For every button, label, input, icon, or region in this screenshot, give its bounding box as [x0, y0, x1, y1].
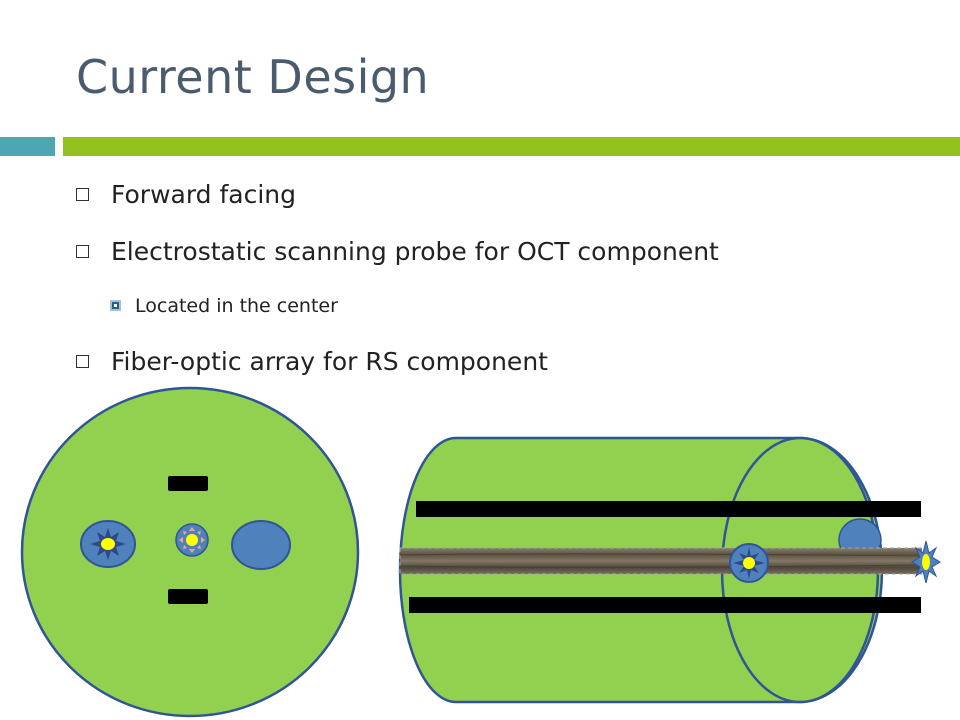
- square-bullet-icon: [76, 187, 89, 201]
- upper-electrode-rod: [416, 501, 921, 517]
- bullet-text: Fiber-optic array for RS component: [111, 347, 548, 376]
- bullet-text: Forward facing: [111, 180, 297, 209]
- sub-bullet-text: Located in the center: [135, 295, 338, 317]
- bullet-item: Forward facing: [76, 180, 296, 209]
- front-view: [20, 386, 360, 718]
- fiber-optic-cable: [399, 547, 923, 575]
- top-electrode: [168, 476, 208, 491]
- fiber-bundle-star-icon: [80, 520, 136, 568]
- scanning-probe-icon: [175, 523, 209, 557]
- fiber-bundle-star-icon: [729, 543, 769, 583]
- title-accent-bar-teal: [0, 137, 55, 156]
- square-bullet-icon: [76, 354, 89, 368]
- blue-element: [231, 520, 291, 570]
- side-view: [398, 436, 941, 704]
- bullet-item: Electrostatic scanning probe for OCT com…: [76, 237, 719, 266]
- bullet-item: Fiber-optic array for RS component: [76, 347, 548, 376]
- filled-square-bullet-icon: [110, 299, 121, 311]
- square-bullet-icon: [76, 244, 89, 258]
- title-accent-bar-green: [63, 137, 960, 156]
- sub-bullet-item: Located in the center: [110, 295, 338, 317]
- bottom-electrode: [168, 589, 208, 604]
- lower-electrode-rod: [409, 597, 921, 613]
- bullet-text: Electrostatic scanning probe for OCT com…: [111, 237, 719, 266]
- slide-title: Current Design: [76, 50, 430, 104]
- fiber-tip-star-icon: [911, 540, 941, 584]
